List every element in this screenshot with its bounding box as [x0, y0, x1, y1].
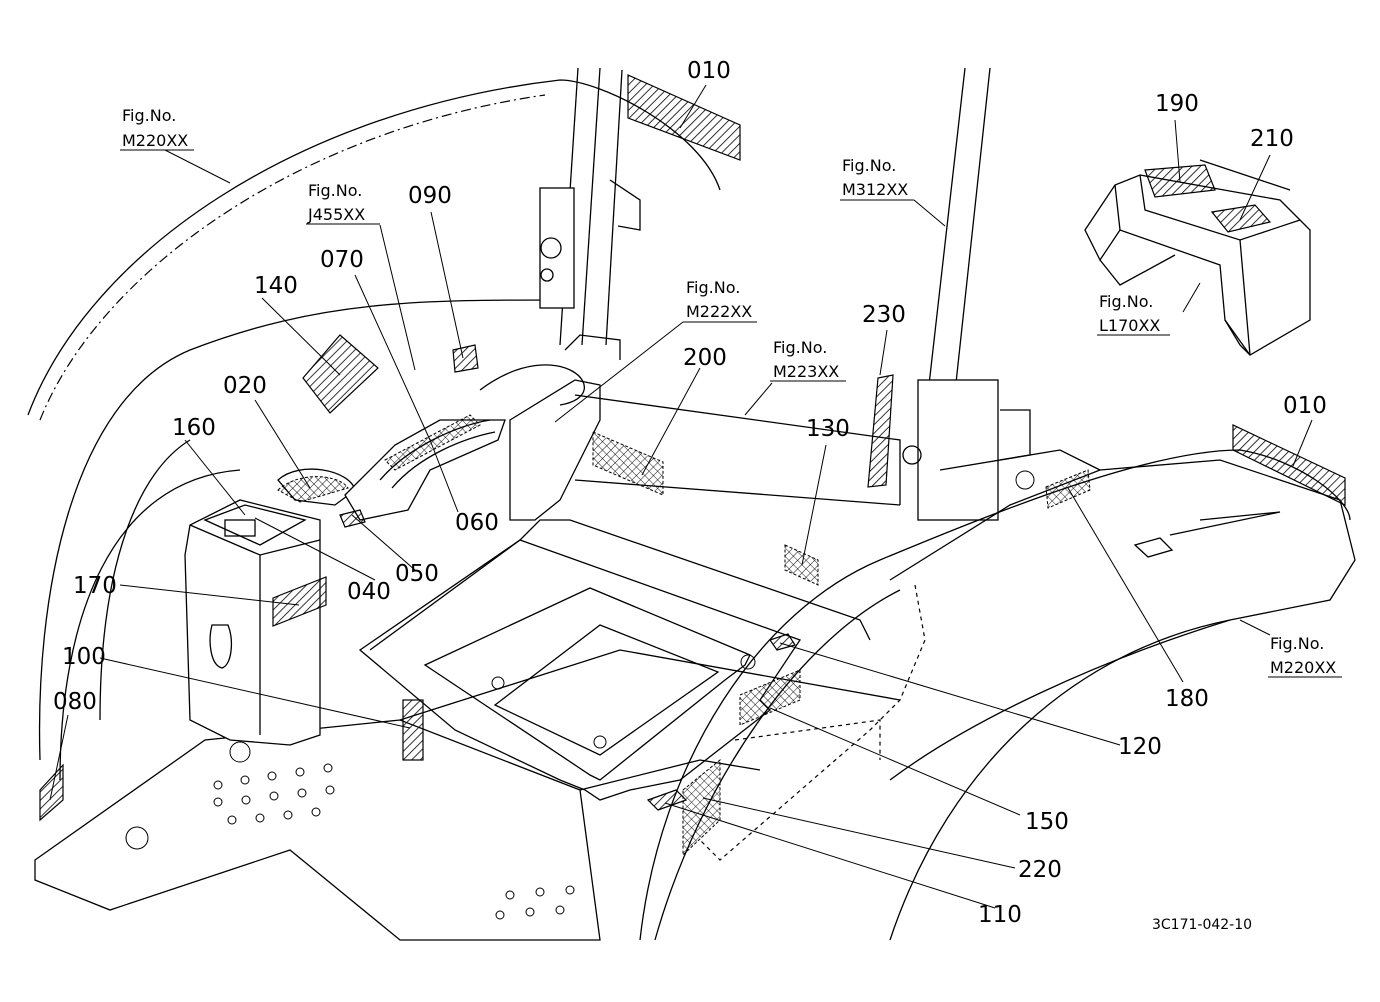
decal-070	[384, 414, 481, 471]
decal-200	[592, 431, 664, 496]
part-labels: 010 010 020 040 050 060 070 080 090 100 …	[53, 58, 1327, 928]
decal-180	[1045, 469, 1091, 509]
part-label-060: 060	[455, 510, 499, 536]
decal-140	[302, 334, 379, 414]
drawing-code: 3C171-042-10	[1152, 917, 1252, 933]
fig-prefix: Fig.No.	[1099, 292, 1153, 311]
part-label-150: 150	[1025, 809, 1069, 835]
part-label-040: 040	[347, 579, 391, 605]
part-label-170: 170	[73, 573, 117, 599]
fig-code: M220XX	[1270, 658, 1336, 677]
part-label-100: 100	[62, 644, 106, 670]
part-label-090: 090	[408, 183, 452, 209]
fig-ref-m220xx-right: Fig.No. M220XX	[1268, 634, 1342, 678]
part-label-130: 130	[806, 416, 850, 442]
part-label-140: 140	[254, 273, 298, 299]
part-label-010-top: 010	[687, 58, 731, 84]
part-label-020: 020	[223, 373, 267, 399]
fig-code: M220XX	[122, 131, 188, 150]
leader-lines	[49, 84, 1313, 909]
fig-ref-m223xx: Fig.No. M223XX	[770, 338, 846, 382]
left-control-console	[184, 499, 321, 746]
decal-090	[452, 344, 479, 373]
part-label-050: 050	[395, 561, 439, 587]
fig-ref-m312xx: Fig.No. M312XX	[840, 156, 914, 201]
fig-code: M223XX	[773, 362, 839, 381]
fig-prefix: Fig.No.	[122, 106, 176, 125]
decal-010-top	[627, 74, 741, 161]
decal-110	[646, 789, 688, 811]
decal-100	[402, 699, 424, 761]
fig-code: L170XX	[1099, 316, 1160, 335]
part-label-080: 080	[53, 689, 97, 715]
decal-010-right	[1232, 424, 1346, 506]
part-label-070: 070	[320, 247, 364, 273]
part-label-200: 200	[683, 345, 727, 371]
part-label-010-right: 010	[1283, 393, 1327, 419]
part-label-220: 220	[1018, 857, 1062, 883]
part-label-110: 110	[978, 902, 1022, 928]
part-label-190: 190	[1155, 91, 1199, 117]
fig-code: J455XX	[307, 205, 365, 224]
floor-holes	[125, 741, 575, 920]
fig-prefix: Fig.No.	[773, 338, 827, 357]
rops-pillar-left	[539, 67, 641, 346]
decal-130	[784, 544, 819, 586]
decal-220	[682, 758, 721, 857]
floor-plate	[358, 539, 802, 801]
fig-prefix: Fig.No.	[1270, 634, 1324, 653]
decal-020	[277, 476, 349, 503]
fig-code: M312XX	[842, 180, 908, 199]
decal-230	[867, 374, 894, 488]
fig-prefix: Fig.No.	[686, 278, 740, 297]
part-label-160: 160	[172, 415, 216, 441]
fender-left	[27, 79, 721, 781]
fig-ref-m220xx-top: Fig.No. M220XX	[120, 106, 194, 151]
fig-ref-j455xx: Fig.No. J455XX	[306, 181, 380, 225]
part-label-210: 210	[1250, 126, 1294, 152]
fig-code: M222XX	[686, 302, 752, 321]
rops-pillar-right	[902, 67, 1031, 521]
seat-panel	[369, 334, 901, 651]
part-label-180: 180	[1165, 686, 1209, 712]
fig-ref-m222xx: Fig.No. M222XX	[683, 278, 757, 323]
fender-right	[639, 449, 1356, 941]
fig-ref-l170xx: Fig.No. L170XX	[1097, 292, 1170, 336]
part-label-120: 120	[1118, 734, 1162, 760]
side-panel-dashed	[699, 584, 926, 861]
decal-170	[272, 576, 327, 627]
decal-150	[739, 669, 801, 726]
decal-050	[339, 509, 366, 528]
fig-prefix: Fig.No.	[308, 181, 362, 200]
fig-prefix: Fig.No.	[842, 156, 896, 175]
part-label-230: 230	[862, 302, 906, 328]
